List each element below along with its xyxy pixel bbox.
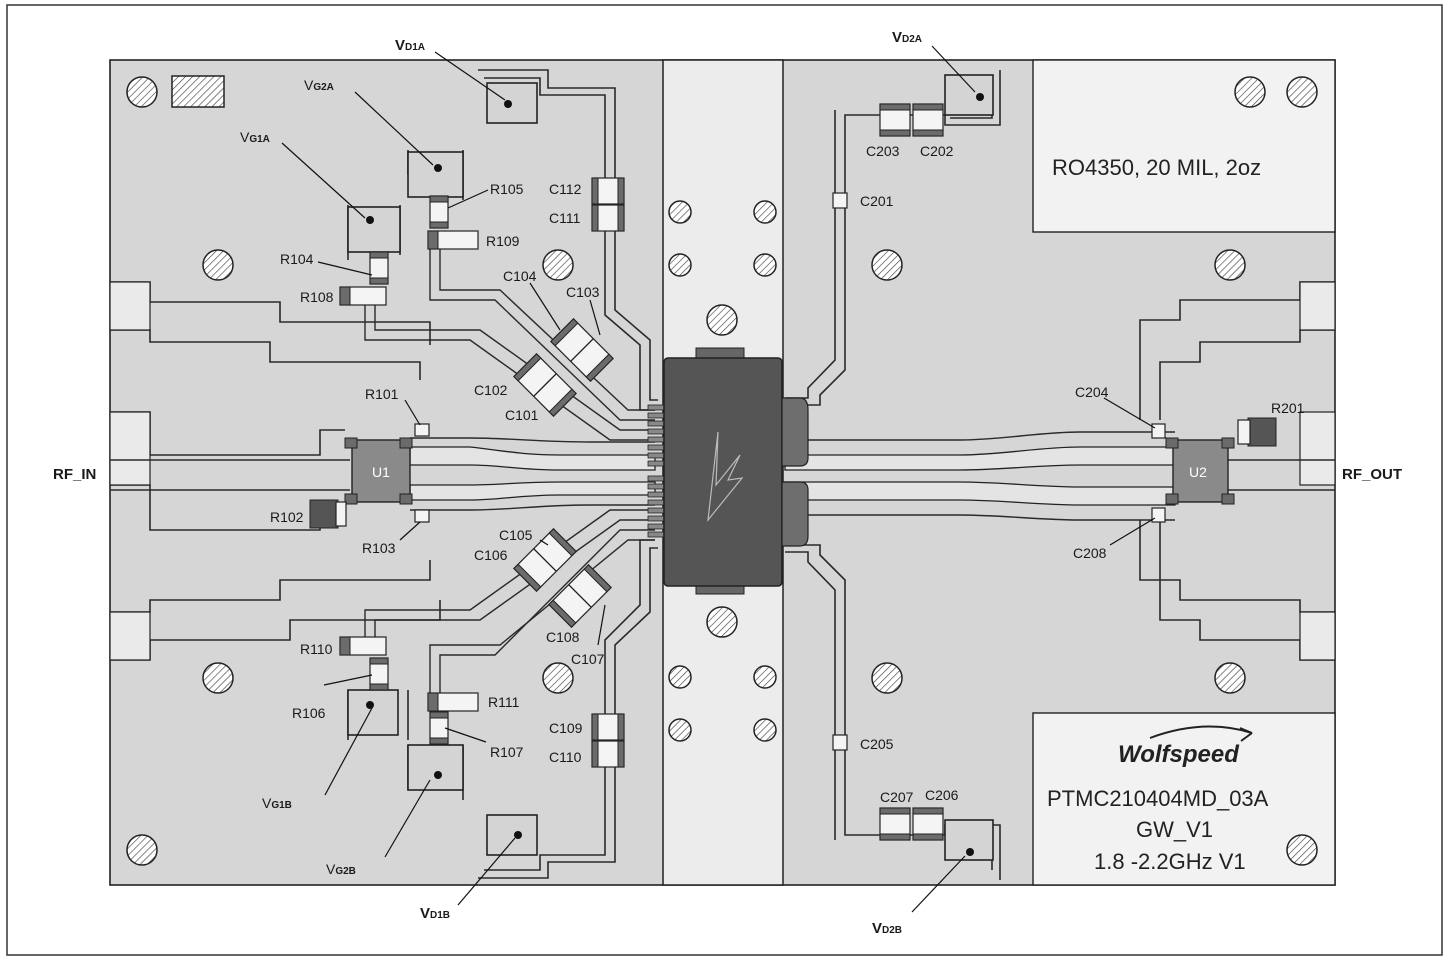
r102-label: R102 [270,509,304,525]
vg2b-pad [407,744,464,791]
u2-label: U2 [1189,464,1207,480]
c110-label: C110 [549,749,582,765]
c208-label: C208 [1073,545,1107,561]
u1-coupler [344,437,413,505]
c205-label: C205 [860,736,894,752]
vd2b-pad [944,819,994,861]
c109-label: C109 [549,720,583,736]
vg1a-label: VG1A [240,129,270,145]
bias-pads [347,74,994,861]
r110-label: R110 [300,641,333,657]
vg2a-label: VG2A [304,77,334,93]
vg1a-pad [347,206,401,253]
rf-out-label: RF_OUT [1342,466,1402,483]
brand-logo-text: Wolfspeed [1118,741,1240,768]
material-label-box [1032,59,1336,233]
version-text: GW_V1 [1136,817,1213,842]
vg2b-label: VG2B [326,861,356,877]
vg2a-pad [407,151,464,198]
mounting-holes [126,75,1318,866]
c106-label: C106 [474,547,508,563]
vd1b-pad [486,814,538,856]
r101-label: R101 [365,386,399,402]
u2-coupler [1165,437,1235,505]
vd1b-label: VD1B [420,905,450,922]
r105-label: R105 [490,181,524,197]
c202-label: C202 [920,143,954,159]
right-edge-stubs [1139,281,1336,661]
c104-label: C104 [503,268,537,284]
r109-label: R109 [486,233,520,249]
c203-label: C203 [866,143,900,159]
c206-label: C206 [925,787,959,803]
capacitors [513,103,1166,841]
wolfspeed-swoosh-icon [1149,725,1253,742]
material-text: RO4350, 20 MIL, 2oz [1052,155,1261,180]
c103-label: C103 [566,284,600,300]
r111-label: R111 [488,694,520,710]
leader-lines [281,45,1156,913]
r201-label: R201 [1271,400,1305,416]
c105-label: C105 [499,527,533,543]
part-number-text: PTMC210404MD_03A [1047,786,1269,811]
main-amplifier-package [647,347,809,595]
u1-label: U1 [372,464,390,480]
c204-label: C204 [1075,384,1109,400]
r108-label: R108 [300,289,334,305]
c201-label: C201 [860,193,894,209]
vd2a-label: VD2A [892,29,922,46]
rf-input-line [110,437,656,511]
vd1a-label: VD1A [395,37,425,54]
c107-label: C107 [571,651,605,667]
r103-label: R103 [362,540,396,556]
vd2b-label: VD2B [872,920,902,937]
left-edge-stubs [109,281,441,661]
rf-in-label: RF_IN [53,466,96,483]
c112-label: C112 [549,181,582,197]
c101-label: C101 [505,407,539,423]
r106-label: R106 [292,705,326,721]
vg1b-label: VG1B [262,795,292,811]
r104-label: R104 [280,251,314,267]
frequency-text: 1.8 -2.2GHz V1 [1094,849,1246,874]
c111-label: C111 [549,210,581,226]
vd2a-pad [944,74,994,116]
lightning-bolt-icon [707,431,744,522]
r107-label: R107 [490,744,524,760]
c108-label: C108 [546,629,580,645]
vd1a-pad [486,82,538,124]
c207-label: C207 [880,789,914,805]
vg1b-pad [347,689,399,736]
brand-label-box [1032,712,1336,886]
c102-label: C102 [474,382,508,398]
resistors [309,195,1277,745]
